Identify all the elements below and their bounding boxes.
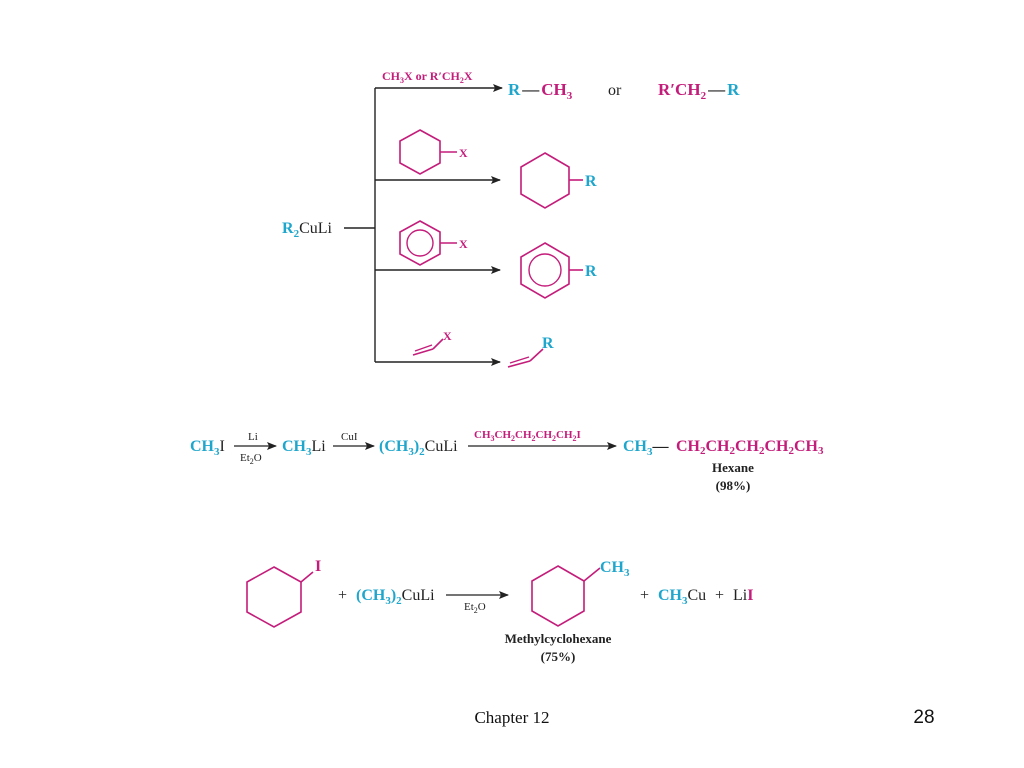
hexane-name: Hexane (712, 460, 754, 475)
vinyl-product-bond1 (507, 360, 531, 368)
formula-text: CH (556, 429, 573, 441)
formula-text: CH (676, 438, 701, 455)
lithium-iodide: LiI (733, 587, 753, 604)
formula-text: X or R′CH (404, 69, 460, 83)
hexane-synthesis: CH3I Li Et2O CH3Li CuI (CH3)2CuLi CH3CH2… (190, 429, 824, 493)
formula-subscript: 2 (511, 434, 515, 443)
vinyl-reactant-bond1b (414, 344, 433, 352)
arrow-et2o-bottom: Et2O (464, 601, 486, 615)
plus-sign-1: + (338, 587, 347, 604)
aryl-x-label: X (459, 237, 468, 251)
vinyl-reactant-bond2 (432, 338, 444, 350)
formula-text: CH (474, 429, 491, 441)
cyclohexyl-r-label: R (585, 173, 597, 190)
methyl-label: CH3 (600, 559, 630, 579)
chapter-footer: Chapter 12 (474, 708, 549, 727)
benzene-inner-circle-reactant (406, 229, 434, 257)
arrow-alkyl-iodide-top: CH3CH2CH2CH2CH2I (474, 429, 581, 443)
methylcyclohexane-ring (531, 565, 585, 627)
slide-number: 28 (913, 707, 934, 728)
formula-subscript: 2 (460, 76, 464, 85)
formula-subscript: 2 (789, 445, 795, 457)
formula-text: CH (515, 429, 532, 441)
formula-text: CH (495, 429, 512, 441)
plus-sign-3: + (715, 587, 724, 604)
formula-subscript: 2 (532, 434, 536, 443)
formula-text: CH (765, 438, 790, 455)
aryl-r-label: R (585, 263, 597, 280)
branch1-reagent-label: CH3X or R′CH2X (382, 69, 473, 85)
formula-text: CH (382, 69, 401, 83)
arrow-cui-top: CuI (341, 431, 358, 443)
formula-text: X (464, 69, 473, 83)
formula-text: CH (706, 438, 731, 455)
hexane-chain: CH2CH2CH2CH2CH3 (676, 438, 824, 457)
hexane-yield: (98%) (716, 478, 751, 493)
branch-aryl-halide: X R (375, 220, 597, 299)
formula-subscript: 2 (552, 434, 556, 443)
methylcopper: CH3Cu (658, 587, 706, 607)
methylcyclohexane-name: Methylcyclohexane (505, 631, 612, 646)
ci-bond (300, 571, 314, 583)
formula-subscript: 2 (573, 434, 577, 443)
branch-cyclohexyl-halide: X R (375, 129, 597, 209)
iodocyclohexane-ring (246, 566, 302, 628)
formula-subscript: 3 (400, 76, 404, 85)
formula-subscript: 2 (700, 445, 706, 457)
formula-subscript: 2 (759, 445, 765, 457)
formula-text: CH (735, 438, 760, 455)
cyclohexane-ring-product (520, 152, 570, 209)
cuprate-reagent: (CH3)2CuLi (356, 587, 435, 607)
benzene-ring-reactant (399, 220, 441, 266)
formula-subscript: 2 (730, 445, 736, 457)
methyllithium: CH3Li (282, 438, 326, 458)
vinyl-x-label: X (443, 329, 452, 343)
vinyl-reactant-bond1 (412, 348, 434, 356)
formula-text: CH (794, 438, 819, 455)
vinyl-product-bond2 (529, 348, 544, 362)
cuprate-scheme: R2CuLi CH3X or R′CH2X R—CH3 or R′CH2—R X… (282, 69, 740, 368)
cyclohexane-ring-reactant (399, 129, 441, 175)
vinyl-r-label: R (542, 335, 554, 352)
methylcyclohexane-yield: (75%) (541, 649, 576, 664)
hexane-product: CH3— (623, 438, 670, 458)
branch1-product-b: R′CH2—R (658, 80, 740, 102)
formula-text: I (577, 429, 581, 441)
vinyl-product-bond1b (509, 356, 530, 364)
branch-alkyl-halide: CH3X or R′CH2X R—CH3 or R′CH2—R (375, 69, 740, 102)
branch1-or-text: or (608, 82, 622, 99)
arrow-li-bottom: Et2O (240, 452, 262, 466)
reagent-r2culi: R2CuLi (282, 220, 333, 240)
iodo-label: I (315, 558, 321, 575)
cyclohexyl-x-label: X (459, 146, 468, 160)
methylcyclohexane-synthesis: I + (CH3)2CuLi Et2O CH3 + CH3Cu + LiI Me… (246, 558, 753, 664)
dimethylcuprate: (CH3)2CuLi (379, 438, 458, 458)
benzene-ring-product (520, 242, 570, 299)
benzene-inner-circle-product (528, 253, 562, 287)
methyl-iodide: CH3I (190, 438, 225, 458)
branch1-product-a: R—CH3 (508, 80, 573, 102)
branch-vinyl-halide: X R (375, 329, 554, 368)
formula-subscript: 3 (491, 434, 495, 443)
arrow-li-top: Li (248, 431, 258, 443)
plus-sign-2: + (640, 587, 649, 604)
formula-subscript: 3 (818, 445, 824, 457)
formula-text: CH (536, 429, 553, 441)
cmethyl-bond (583, 567, 601, 582)
